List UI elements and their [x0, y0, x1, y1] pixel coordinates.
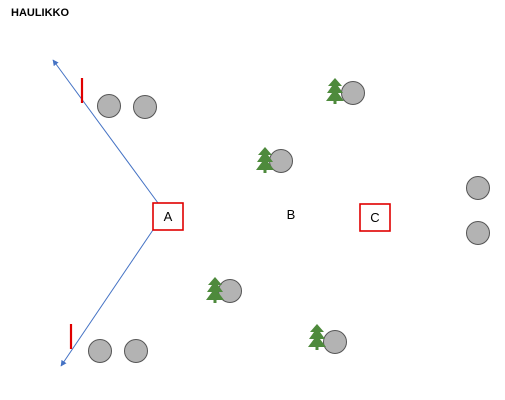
position-a-box — [152, 202, 184, 231]
tree-icon — [308, 324, 326, 350]
target-circle — [341, 81, 365, 105]
tree-icon — [206, 277, 224, 303]
target-circle — [133, 95, 157, 119]
target-circle — [466, 176, 490, 200]
target-circle — [323, 330, 347, 354]
direction-arrow-lower — [60, 223, 158, 367]
position-c-box — [359, 203, 391, 232]
target-circle — [88, 339, 112, 363]
target-circle — [97, 94, 121, 118]
diagram-title: HAULIKKO — [11, 7, 69, 19]
position-b-label: B — [287, 207, 296, 222]
target-circle — [124, 339, 148, 363]
direction-arrow-upper — [52, 59, 159, 204]
position-a-label: A — [164, 209, 173, 224]
tree-icon — [326, 78, 344, 104]
tree-icon — [256, 147, 274, 173]
target-circle — [466, 221, 490, 245]
position-c-label: C — [370, 210, 379, 225]
